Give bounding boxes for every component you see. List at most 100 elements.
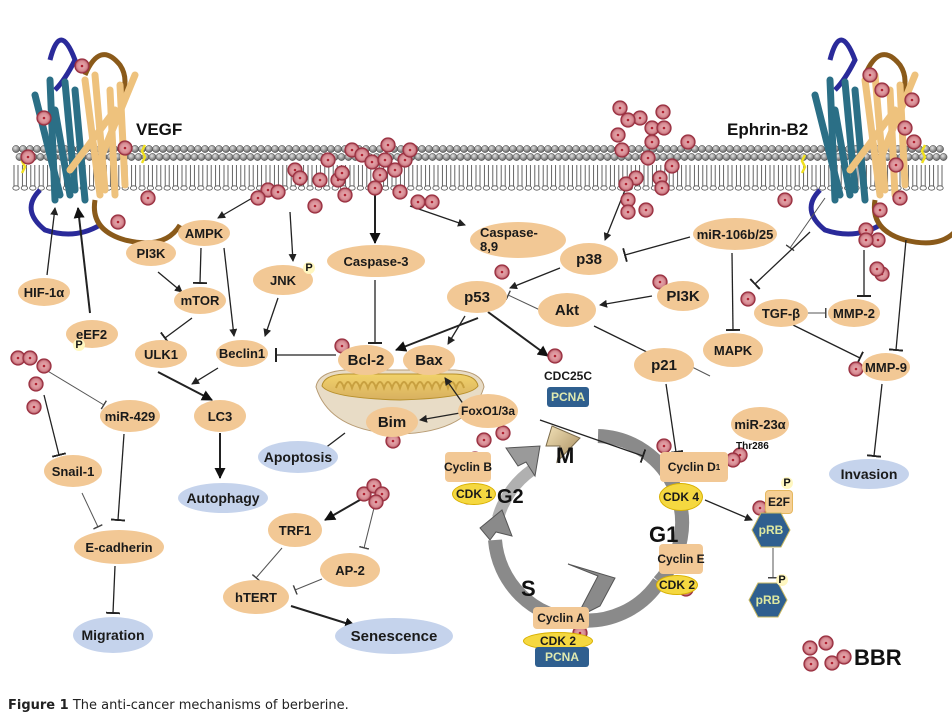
pathway-edge	[157, 271, 183, 293]
ephrin-b2-label: Ephrin-B2	[727, 120, 809, 139]
pathway-edge	[290, 605, 356, 629]
bbr-molecule	[906, 134, 922, 150]
receptor-anchor	[800, 144, 927, 174]
receptor-helix	[826, 76, 839, 204]
node-mapk: MAPK	[703, 333, 763, 367]
figure-caption: Figure 1 The anti-cancer mechanisms of b…	[8, 698, 349, 713]
bbr-molecule	[292, 170, 308, 186]
mitochondrion-icon	[315, 369, 485, 435]
cycle-arrowhead-m	[545, 425, 581, 464]
outcome-apoptosis: Apoptosis	[258, 441, 338, 473]
bbr-molecule	[858, 232, 874, 248]
pathway-edge	[665, 383, 684, 455]
receptor-helix	[876, 71, 919, 164]
bbr-molecule	[368, 494, 384, 510]
bbr-molecule	[656, 120, 672, 136]
node-e-cadherin: E-cadherin	[74, 530, 164, 564]
bbr-molecule	[888, 157, 904, 173]
pathway-edge	[487, 311, 549, 357]
bbr-molecule	[614, 142, 630, 158]
bbr-molecule	[140, 190, 156, 206]
bbr-molecule	[22, 350, 38, 366]
node-akt: Akt	[538, 293, 596, 327]
bbr-molecule	[20, 149, 36, 165]
vegf-receptor	[20, 37, 183, 246]
receptor-loop	[871, 199, 952, 246]
bbr-molecule	[36, 110, 52, 126]
node-htert: hTERT	[223, 580, 289, 614]
legend-bbr-label: BBR	[854, 645, 902, 670]
pathway-edge	[160, 317, 193, 345]
pathway-edge	[444, 377, 465, 406]
pathway-edges	[43, 189, 907, 629]
pathway-edge	[539, 419, 647, 463]
receptor-helix	[851, 86, 869, 204]
bbr-molecule	[740, 291, 756, 307]
bbr-molecule	[618, 176, 634, 192]
receptor-helix	[66, 106, 119, 174]
pathway-edge	[419, 412, 461, 423]
phosphorylation-marker: P	[73, 339, 85, 351]
node-cdk4: CDK 4	[659, 483, 703, 511]
receptor-helix	[71, 86, 89, 204]
bbr-molecule	[656, 438, 672, 454]
bbr-molecule	[117, 140, 133, 156]
node-tgf-beta: TGF-β	[754, 299, 808, 327]
node-cyclin-e: Cyclin E	[657, 544, 705, 574]
bbr-molecule	[818, 635, 834, 651]
node-prb-1: pRB	[751, 512, 791, 548]
node-pcna-bottom: PCNA	[535, 647, 589, 667]
node-trf1: TRF1	[268, 513, 322, 547]
outcome-senescence: Senescence	[335, 618, 453, 654]
node-cyclin-b: Cyclin B	[444, 452, 492, 482]
bbr-molecule	[320, 152, 336, 168]
bbr-molecule	[610, 127, 626, 143]
phase-g1-label: G1	[649, 522, 679, 547]
receptor-helix	[51, 106, 74, 199]
bbr-molecule	[897, 120, 913, 136]
cycle-arrowhead-s	[479, 509, 513, 541]
receptor-loop	[28, 188, 102, 237]
node-mir-106b-25: miR-106b/25	[693, 218, 777, 250]
pathway-edge	[749, 231, 811, 290]
receptor-helix	[831, 106, 854, 199]
node-bcl2: Bcl-2	[338, 345, 394, 375]
pathway-edge	[263, 297, 279, 337]
pathway-edge	[509, 267, 561, 290]
bbr-molecule	[36, 358, 52, 374]
pathway-edge	[888, 239, 907, 352]
pathway-edge	[81, 492, 103, 530]
receptor-loop	[82, 52, 128, 102]
receptor-loop	[91, 199, 183, 246]
node-ap2: AP-2	[320, 553, 380, 587]
bbr-molecule	[620, 204, 636, 220]
bbr-molecule	[802, 640, 818, 656]
prb-1-label: pRB	[758, 523, 784, 537]
bbr-molecule	[680, 134, 696, 150]
pathway-edge	[46, 207, 59, 276]
receptor-helix	[886, 86, 899, 199]
node-caspase-8-9: Caspase- 8,9	[470, 222, 566, 258]
bbr-molecule	[494, 264, 510, 280]
receptor-helix	[61, 78, 79, 194]
receptor-helix	[841, 78, 859, 194]
pathway-edge	[251, 547, 283, 582]
bbr-molecule	[250, 190, 266, 206]
vegf-label: VEGF	[136, 120, 183, 139]
receptor-helix	[96, 71, 139, 164]
receptor-loop	[47, 37, 78, 92]
node-pi3k-right: PI3K	[657, 281, 709, 311]
pathway-edge	[785, 197, 826, 252]
bbr-molecule	[874, 82, 890, 98]
bbr-molecule	[495, 425, 511, 441]
bbr-molecule	[869, 261, 885, 277]
node-mir-23a: miR-23α	[731, 407, 789, 441]
pathway-edge	[157, 371, 213, 401]
node-p21: p21	[634, 348, 694, 382]
pathway-edge	[792, 324, 864, 365]
cyclin-d1-subscript: 1	[715, 462, 721, 472]
bbr-molecule	[824, 655, 840, 671]
node-pi3k-left: PI3K	[126, 240, 176, 266]
bbr-molecule	[620, 192, 636, 208]
